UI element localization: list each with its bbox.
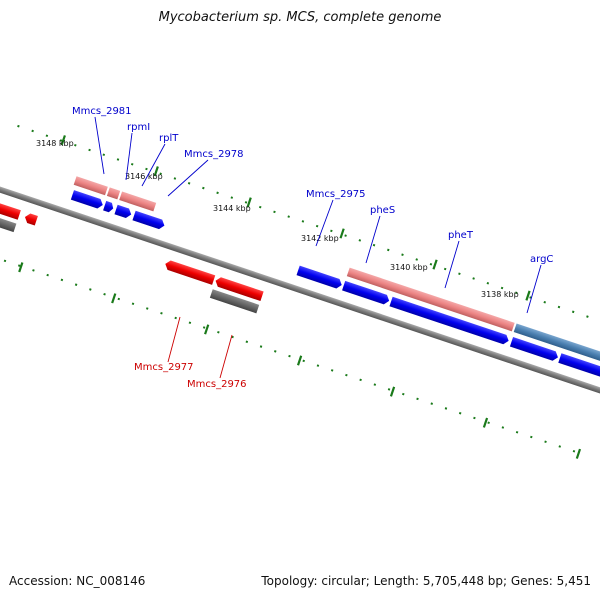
feature-next-cds-1[interactable] (558, 353, 600, 378)
tick-labels: 3148 kbp 3146 kbp 3144 kbp 3142 kbp 3140… (36, 139, 519, 299)
forward-feature-labels: Mmcs_2981 rpmI rplT Mmcs_2978 Mmcs_2975 … (72, 106, 553, 314)
feature-rpmi-cds[interactable] (103, 200, 115, 213)
feature-left-rev-cds-2[interactable] (23, 212, 38, 226)
tick-label: 3144 kbp (213, 204, 251, 213)
map-title: Mycobacterium sp. MCS, complete genome (158, 10, 442, 25)
label-mmcs-2976[interactable]: Mmcs_2976 (187, 379, 247, 390)
label-rpmi[interactable]: rpmI (127, 122, 150, 133)
label-argc[interactable]: argC (530, 254, 553, 265)
reverse-feature-labels: Mmcs_2977 Mmcs_2976 (134, 316, 247, 390)
feature-rplt-cds[interactable] (114, 204, 132, 220)
label-rplt[interactable]: rplT (159, 133, 179, 144)
forward-cds-track (70, 190, 600, 378)
feature-mmcs-2981[interactable] (73, 176, 108, 196)
accession-text: Accession: NC_008146 (9, 574, 146, 588)
feature-mmcs-2976-other[interactable] (209, 289, 260, 314)
feature-mmcs-2977[interactable] (164, 259, 216, 285)
feature-phet-cds[interactable] (389, 296, 510, 346)
feature-argc-cds[interactable] (509, 337, 560, 362)
major-ticks (18, 135, 582, 459)
feature-mmcs-2976[interactable] (214, 276, 264, 302)
feature-mmcs-2978-cds[interactable] (132, 210, 166, 231)
feature-rpmi[interactable] (106, 187, 121, 200)
label-mmcs-2975[interactable]: Mmcs_2975 (306, 189, 366, 200)
label-mmcs-2981[interactable]: Mmcs_2981 (72, 106, 132, 117)
tick-label: 3142 kbp (301, 234, 339, 243)
reverse-other-track (0, 207, 260, 314)
label-mmcs-2978[interactable]: Mmcs_2978 (184, 149, 244, 160)
feature-phes-cds[interactable] (342, 280, 391, 306)
feature-mmcs-2975-cds[interactable] (296, 265, 344, 290)
tick-label: 3146 kbp (125, 172, 163, 181)
label-phet[interactable]: pheT (448, 230, 474, 241)
inner-tick-ring (0, 250, 583, 456)
feature-left-rev-other[interactable] (0, 207, 17, 233)
tick-label: 3140 kbp (390, 263, 428, 272)
feature-rplt[interactable] (119, 191, 157, 212)
genome-summary-text: Topology: circular; Length: 5,705,448 bp… (261, 574, 591, 588)
feature-mmcs-2981-cds[interactable] (70, 190, 105, 210)
outer-tick-ring (17, 124, 600, 330)
label-phes[interactable]: pheS (370, 205, 395, 216)
forward-rna-track (73, 176, 600, 371)
sequence-backbone (0, 179, 600, 401)
tick-label: 3138 kbp (481, 290, 519, 299)
label-mmcs-2977[interactable]: Mmcs_2977 (134, 362, 194, 373)
tick-label: 3148 kbp (36, 139, 74, 148)
feature-phes-region[interactable] (346, 267, 515, 332)
feature-argc-region[interactable] (513, 323, 600, 371)
feature-left-rev-cds-1[interactable] (0, 194, 21, 220)
reverse-cds-track (0, 194, 264, 302)
